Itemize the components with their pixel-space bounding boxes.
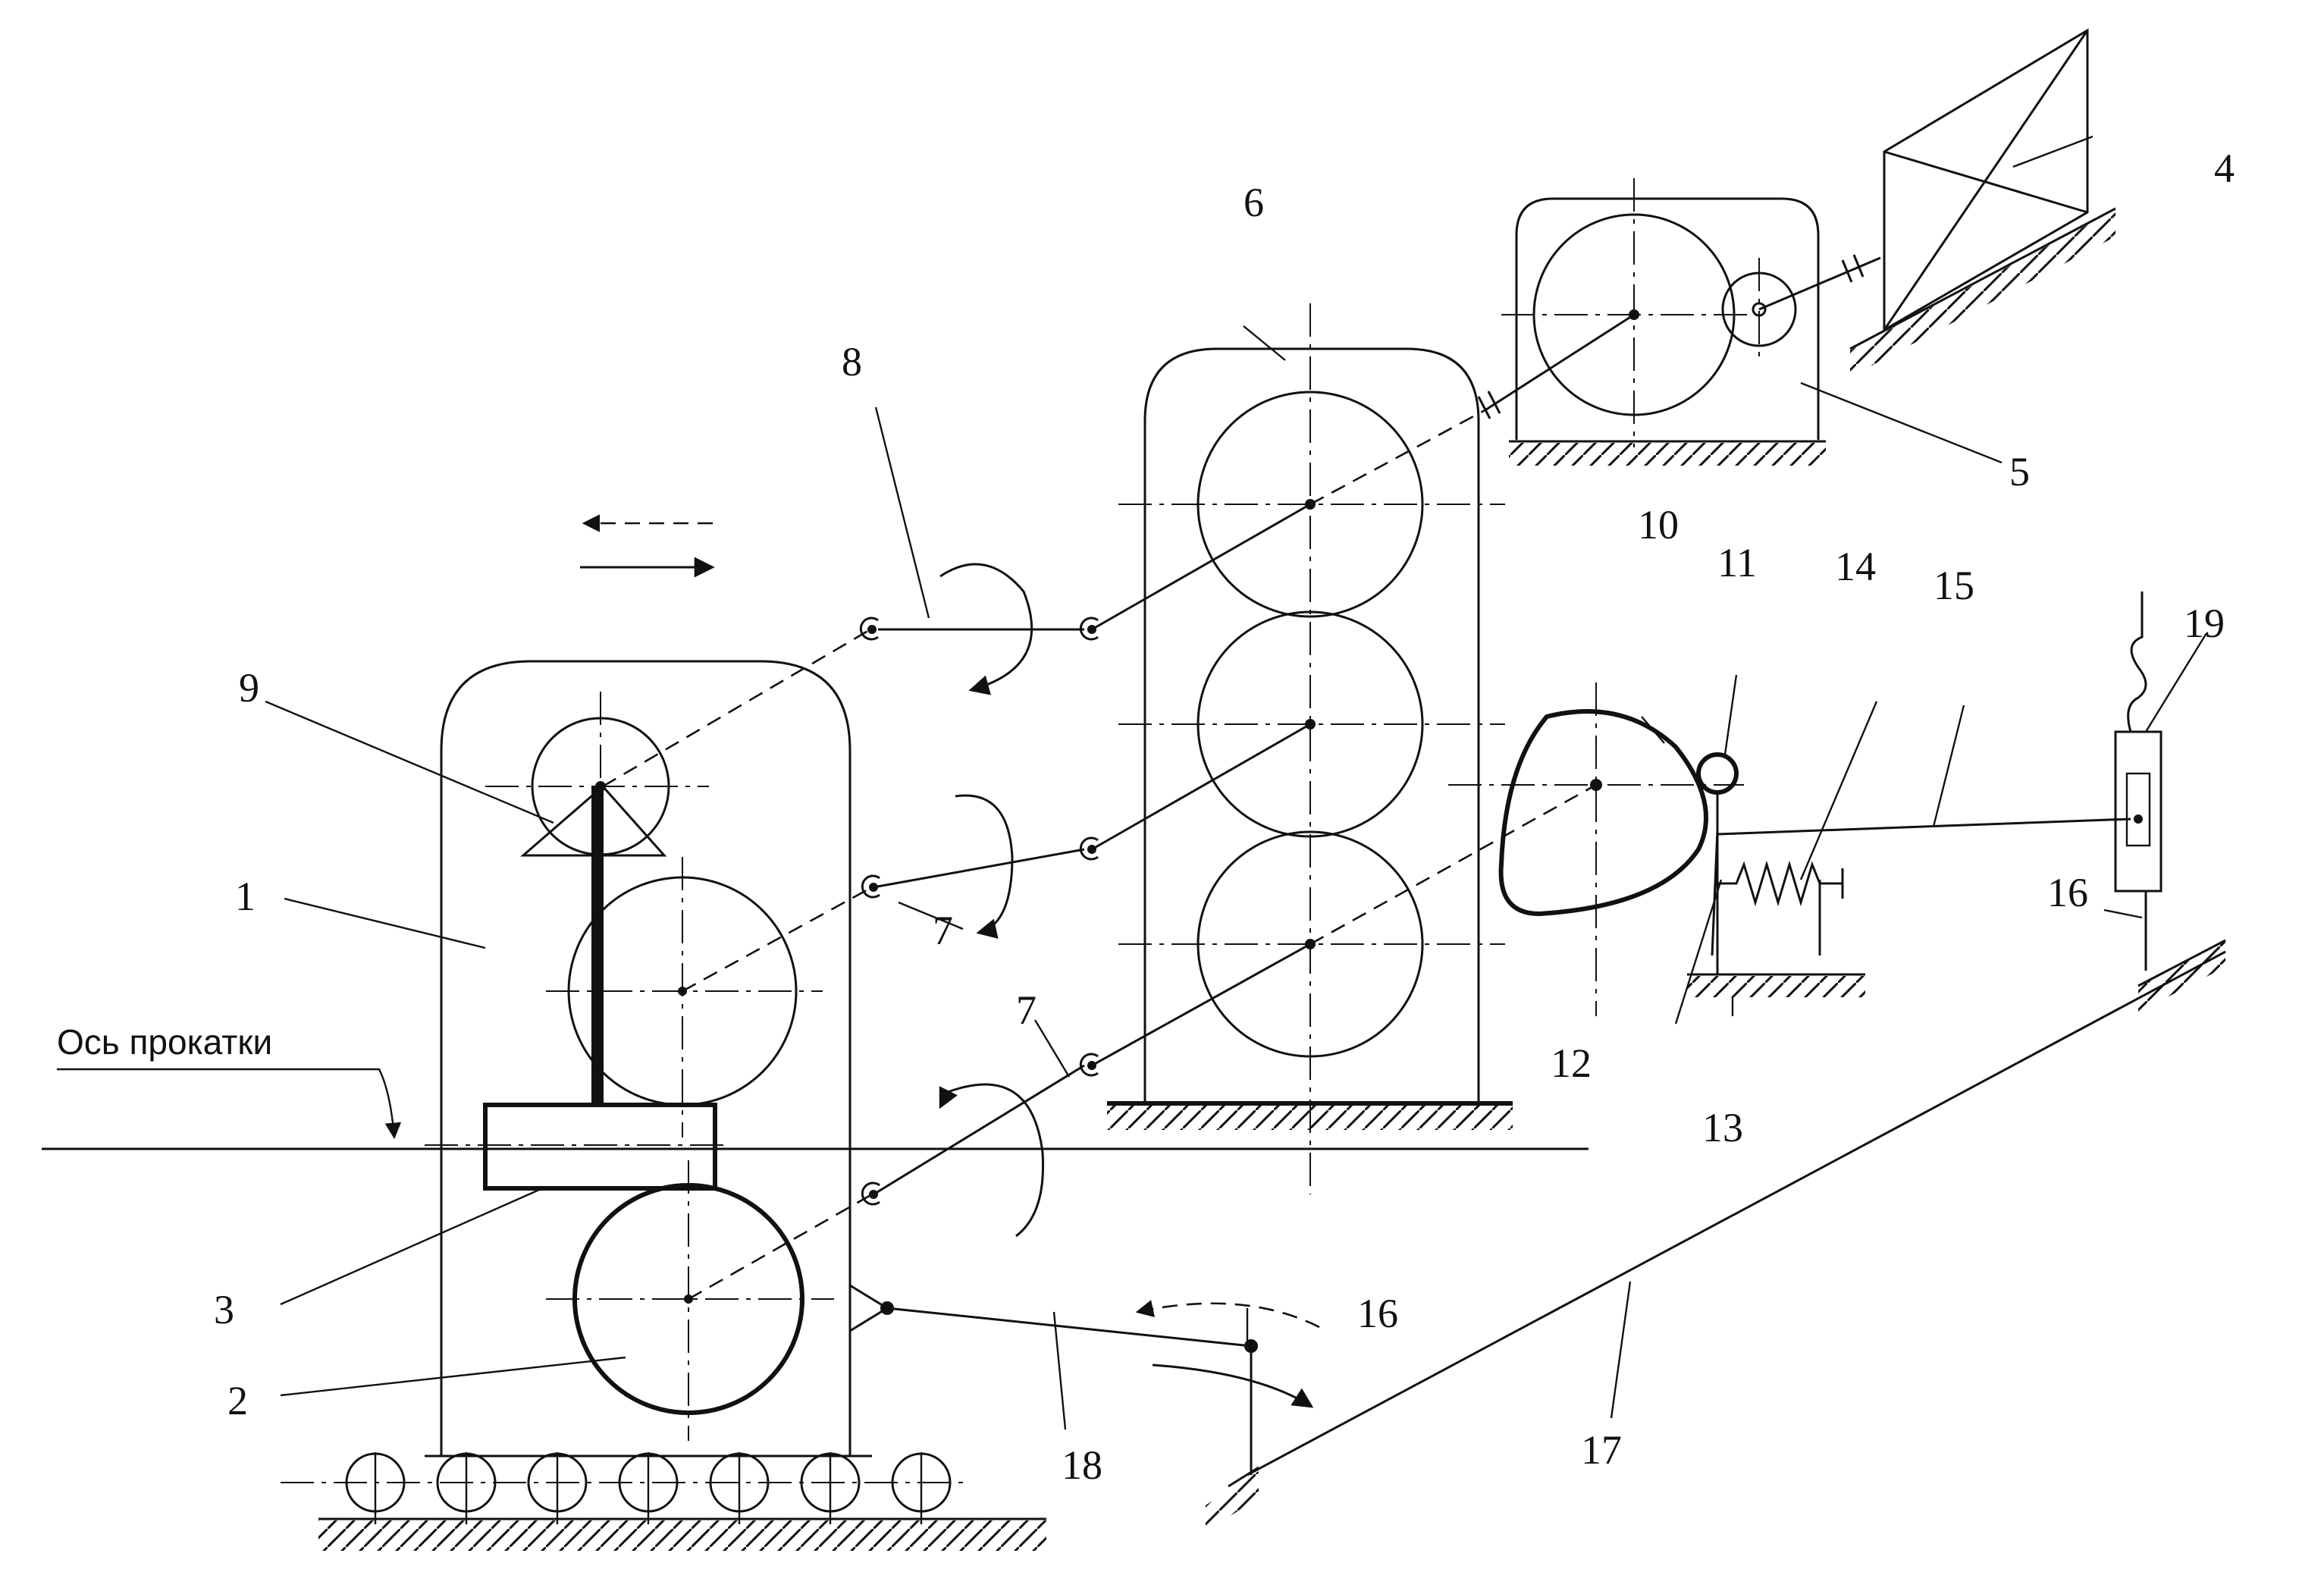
follower-roller — [1698, 755, 1736, 792]
axis-caption: Ось прокатки — [57, 1022, 272, 1062]
callout-16a: 16 — [2047, 870, 2088, 915]
callout-2: 2 — [227, 1378, 248, 1423]
link-17 — [1247, 952, 2225, 1475]
motor — [1850, 30, 2115, 377]
callouts: 1 2 3 4 5 6 7 7 8 9 10 11 12 13 14 15 16… — [214, 146, 2235, 1488]
pinion-stand — [1107, 303, 1513, 1194]
callout-6: 6 — [1244, 180, 1264, 225]
workpiece — [485, 1105, 715, 1188]
spindles — [603, 504, 1310, 1299]
reducer — [1310, 178, 1880, 504]
working-stand — [441, 661, 887, 1456]
callout-7b: 7 — [1016, 987, 1037, 1033]
callout-8: 8 — [842, 339, 862, 384]
callout-5: 5 — [2009, 449, 2030, 494]
callout-3: 3 — [214, 1287, 234, 1332]
callout-15: 15 — [1934, 563, 1974, 608]
callout-10: 10 — [1638, 502, 1679, 548]
callout-19: 19 — [2184, 601, 2225, 646]
direction-arrows — [580, 523, 713, 567]
callout-16b: 16 — [1357, 1291, 1398, 1336]
callout-1: 1 — [235, 874, 256, 919]
cam-mechanism — [1310, 683, 2131, 1016]
callout-7a: 7 — [933, 908, 953, 953]
callout-17: 17 — [1581, 1427, 1622, 1473]
callout-11: 11 — [1717, 540, 1757, 585]
cam — [1501, 711, 1706, 914]
callout-4: 4 — [2214, 146, 2235, 191]
roller-table — [281, 1452, 1046, 1551]
callout-9: 9 — [239, 665, 259, 711]
callout-13: 13 — [1702, 1105, 1743, 1150]
callout-18: 18 — [1062, 1442, 1102, 1488]
callout-12: 12 — [1551, 1040, 1592, 1086]
callout-14: 14 — [1835, 544, 1876, 589]
pressure-screw — [591, 786, 604, 1105]
